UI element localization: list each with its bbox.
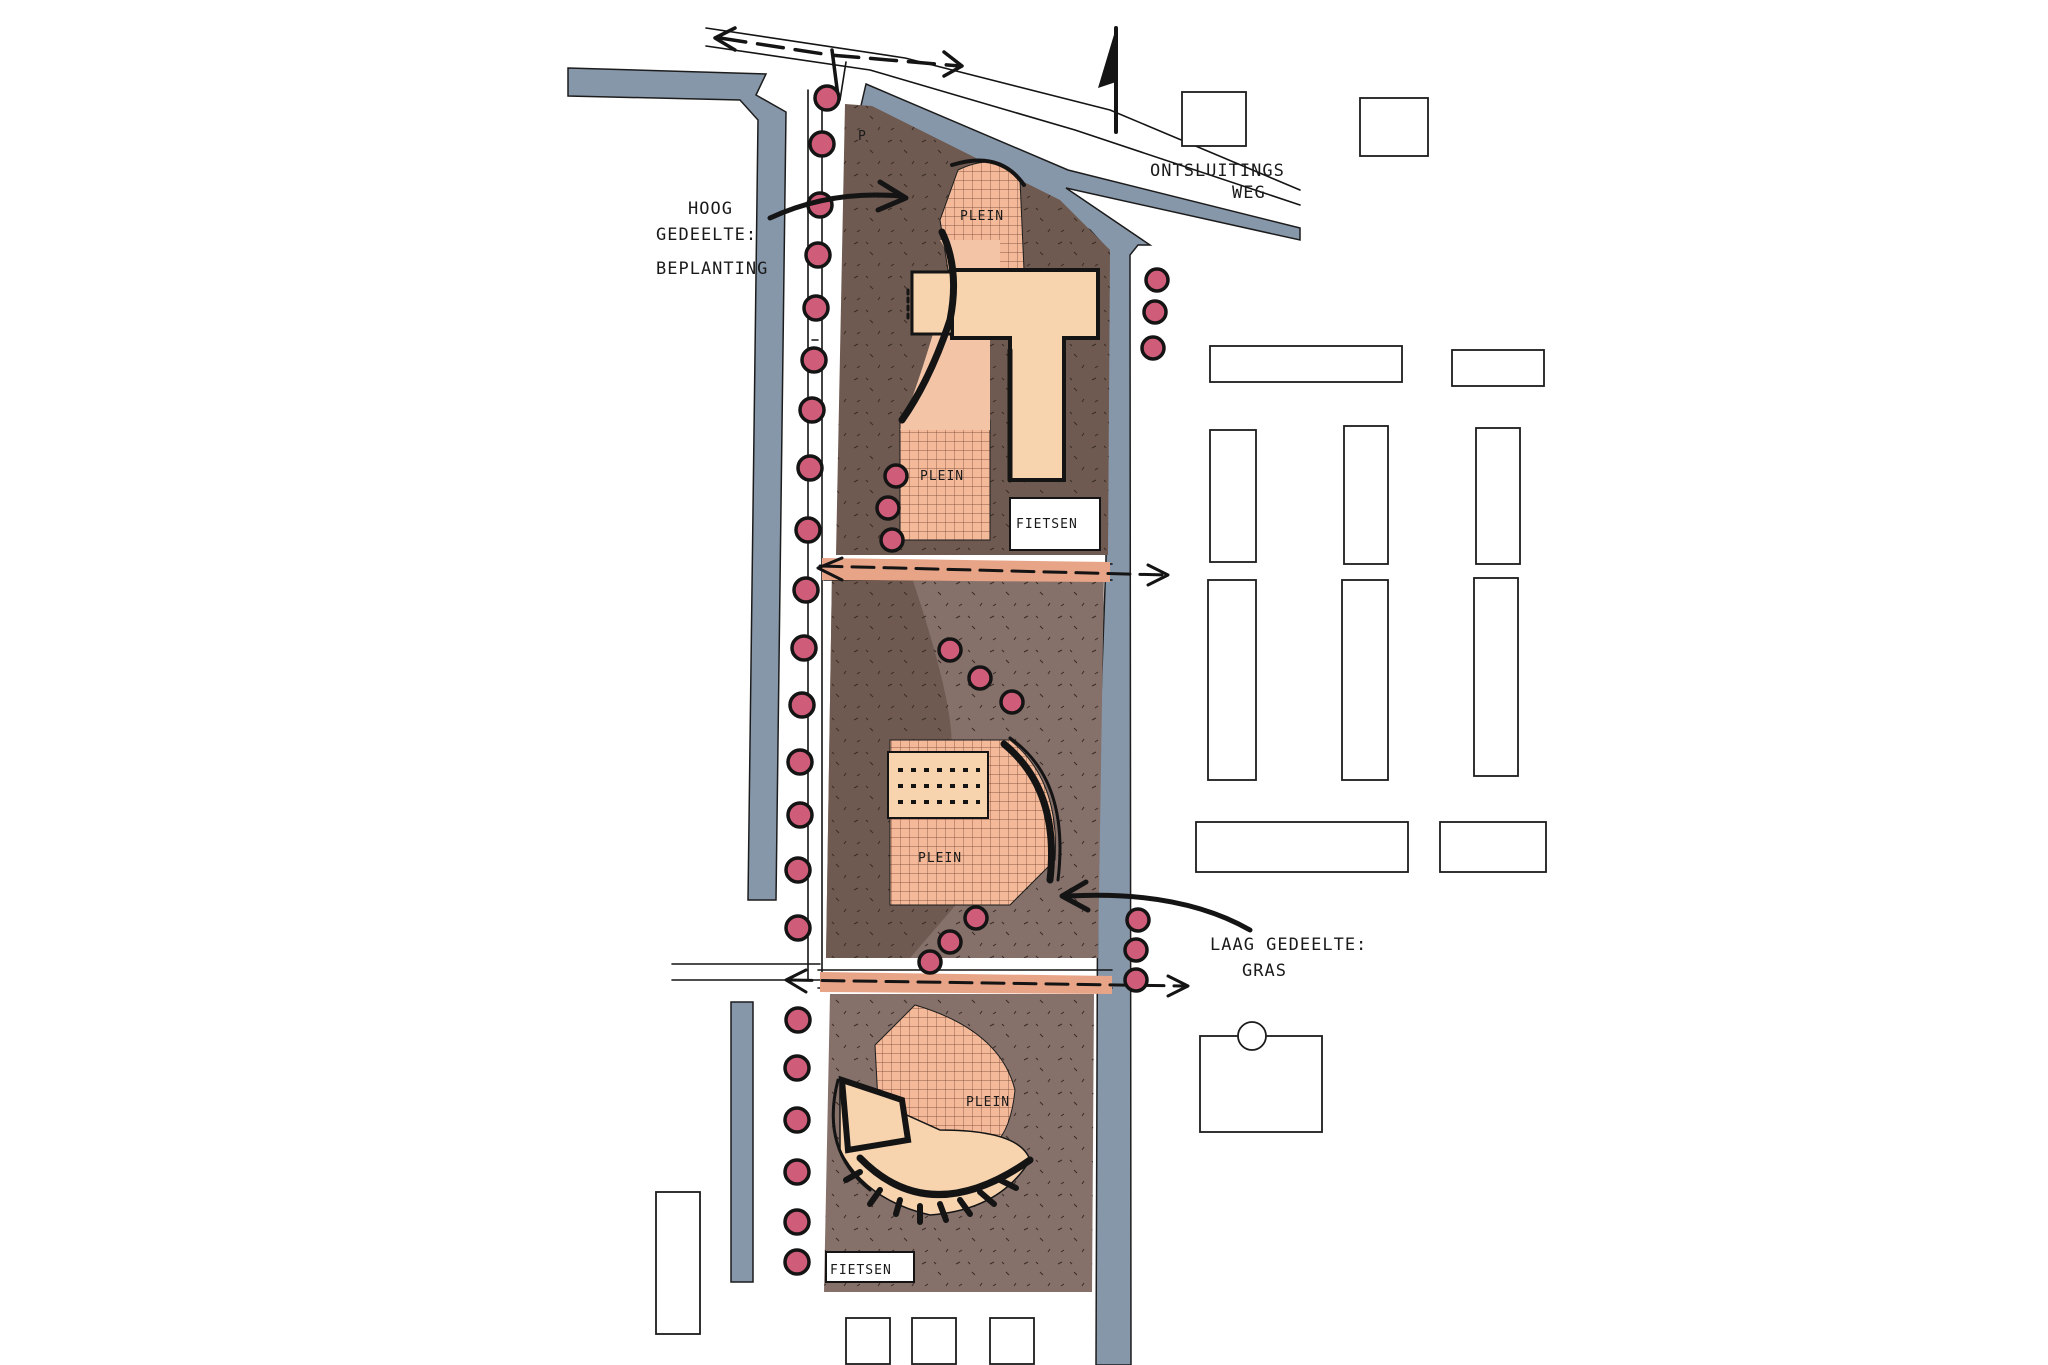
path-crossing-south	[784, 968, 1190, 998]
label-plein-2: PLEIN	[920, 469, 964, 484]
bike-parking-north	[1009, 497, 1101, 551]
road-arrow-north	[713, 26, 964, 98]
label-access-road-2: WEG	[1232, 183, 1266, 203]
path-crossing-north	[816, 556, 1170, 587]
plaza-middle	[887, 736, 1062, 906]
label-bike-2: FIETSEN	[830, 1263, 892, 1278]
label-plein-4: PLEIN	[966, 1095, 1010, 1110]
arrow-low-part	[1059, 879, 1253, 933]
plaza-south	[831, 1004, 1034, 1225]
label-low-part-1: LAAG GEDEELTE:	[1210, 935, 1367, 955]
label-high-part-2: GEDEELTE:	[656, 225, 757, 245]
tree-row-park	[875, 463, 1025, 975]
tree-row-west	[783, 84, 841, 1276]
wall-north-curve	[898, 228, 958, 424]
bike-parking-south	[825, 1251, 915, 1283]
label-high-part-3: BEPLANTING	[656, 259, 768, 279]
label-bike-1: FIETSEN	[1016, 517, 1078, 532]
tree-row-east	[1123, 267, 1170, 993]
label-plein-1: PLEIN	[960, 209, 1004, 224]
label-high-part-1: HOOG	[688, 199, 733, 219]
arrow-high-part	[767, 179, 909, 221]
label-parking: P	[858, 129, 867, 144]
label-plein-3: PLEIN	[918, 851, 962, 866]
north-arrow-icon	[1098, 26, 1118, 134]
canal-west	[567, 67, 787, 1283]
label-access-road-1: ONTSLUITINGS	[1150, 161, 1285, 181]
surrounding-buildings	[655, 91, 1547, 1365]
label-low-part-2: GRAS	[1242, 961, 1287, 981]
